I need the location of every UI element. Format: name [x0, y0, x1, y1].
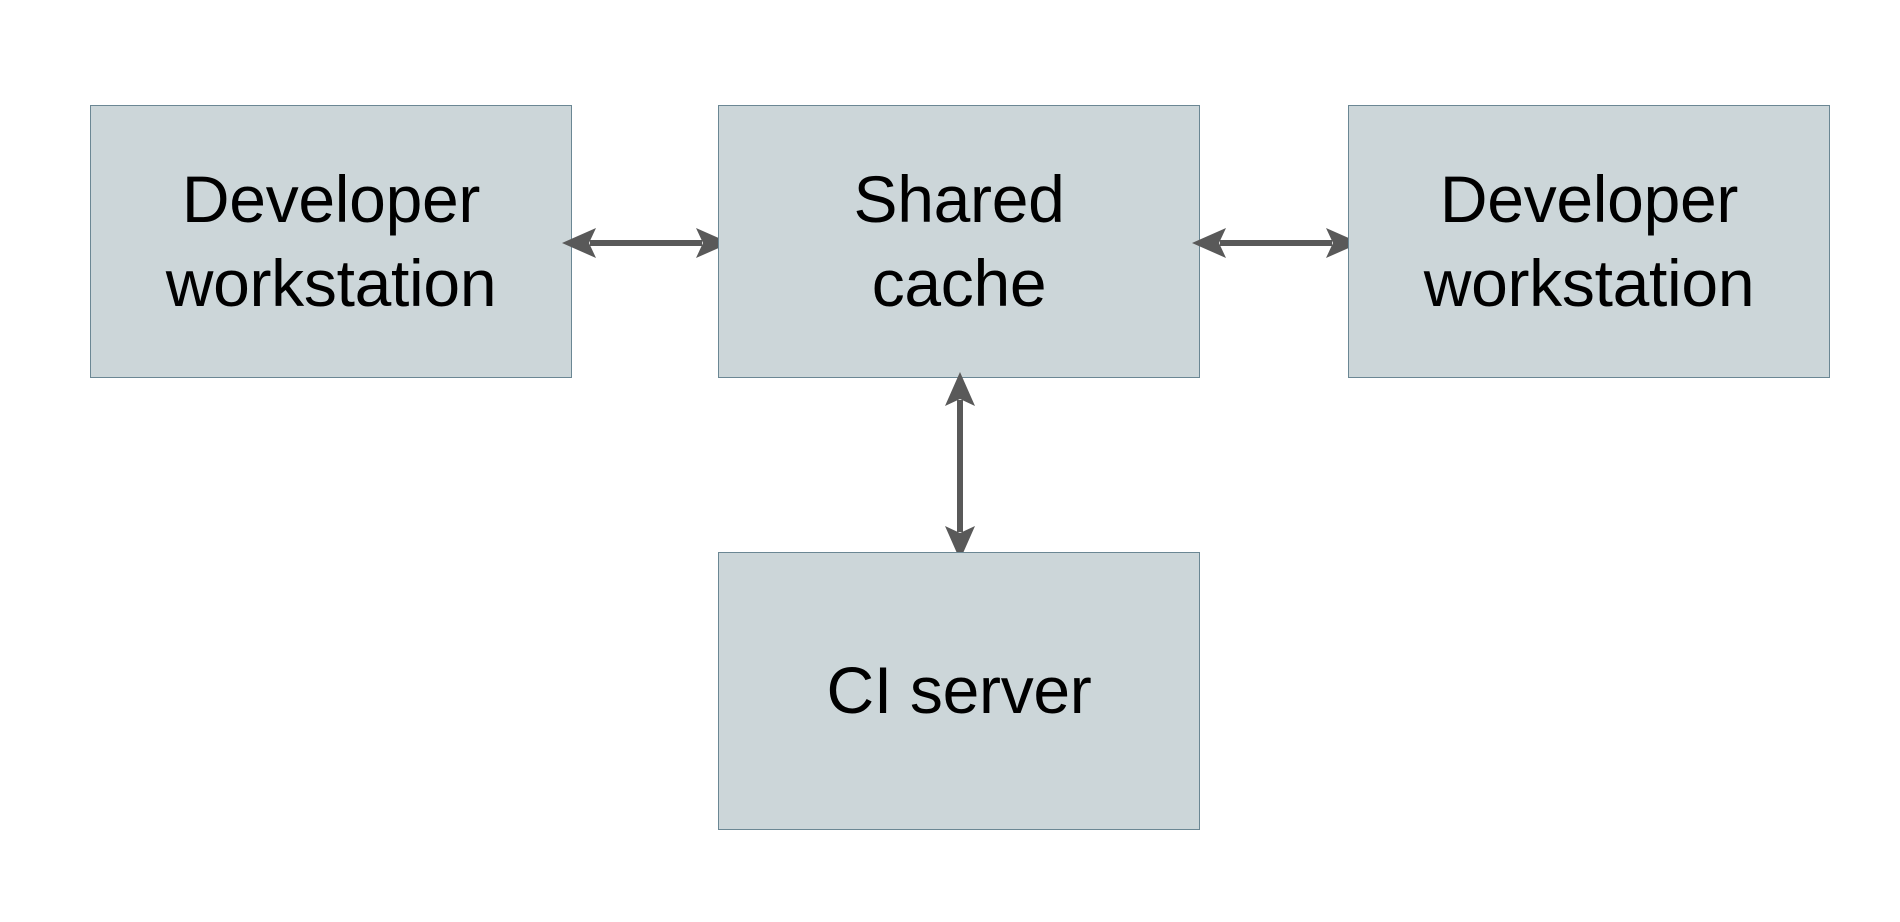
- node-developer-workstation-left[interactable]: Developer workstation: [90, 105, 572, 378]
- connector-shared-cache-to-ci-server: [915, 370, 1005, 562]
- bidirectional-arrow-icon: [1192, 228, 1360, 258]
- node-label: Developer workstation: [165, 162, 497, 320]
- node-shared-cache[interactable]: Shared cache: [718, 105, 1200, 378]
- connector-shared-cache-to-developer-right: [1190, 200, 1362, 286]
- bidirectional-arrow-icon: [945, 372, 975, 560]
- node-label: Shared cache: [853, 162, 1065, 320]
- bidirectional-arrow-icon: [562, 228, 730, 258]
- node-developer-workstation-right[interactable]: Developer workstation: [1348, 105, 1830, 378]
- node-ci-server[interactable]: CI server: [718, 552, 1200, 830]
- node-label: Developer workstation: [1423, 162, 1755, 320]
- connector-developer-left-to-shared-cache: [560, 200, 732, 286]
- node-label: CI server: [826, 653, 1092, 728]
